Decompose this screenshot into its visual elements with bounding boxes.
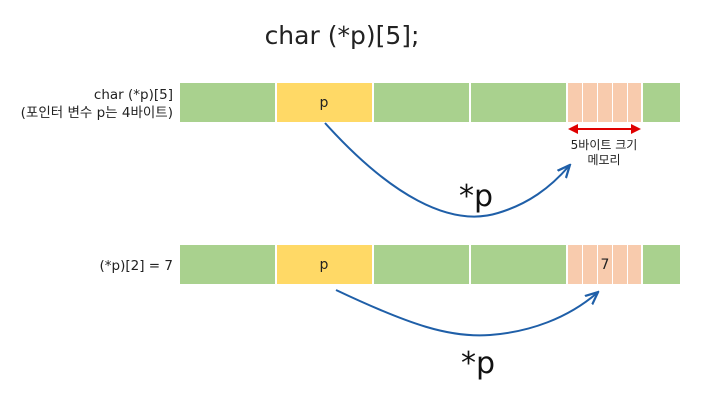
memory-cell bbox=[374, 83, 469, 122]
size-note-line-2: 메모리 bbox=[587, 153, 620, 167]
row-1-label-line-1: char (*p)[5] bbox=[94, 87, 173, 103]
array-byte-cell bbox=[568, 83, 582, 122]
array-byte-cell bbox=[583, 245, 597, 284]
row-1: char (*p)[5] (포인터 변수 p는 4바이트) p 5바이트 크기 … bbox=[21, 83, 680, 218]
pointer-cell-label: p bbox=[320, 257, 329, 273]
size-note-line-1: 5바이트 크기 bbox=[571, 138, 638, 152]
memory-cell bbox=[471, 83, 566, 122]
array-byte-cell bbox=[598, 245, 612, 284]
memory-cell bbox=[180, 83, 275, 122]
memory-cell bbox=[471, 245, 566, 284]
dereference-label: *p bbox=[459, 179, 493, 214]
array-byte-cell bbox=[583, 83, 597, 122]
memory-cell bbox=[643, 245, 680, 284]
array-byte-cell bbox=[628, 83, 641, 122]
array-byte-cell bbox=[628, 245, 641, 284]
array-byte-cell bbox=[598, 83, 612, 122]
page-title: char (*p)[5]; bbox=[265, 21, 420, 50]
memory-cell bbox=[374, 245, 469, 284]
row-2-label: (*p)[2] = 7 bbox=[100, 258, 173, 274]
dereference-arrow bbox=[335, 289, 597, 337]
row-2: (*p)[2] = 7 p 7 *p bbox=[100, 245, 680, 381]
array-byte-cell bbox=[568, 245, 582, 284]
memory-cell bbox=[643, 83, 680, 122]
pointer-cell bbox=[277, 245, 372, 284]
row-1-label-line-2: (포인터 변수 p는 4바이트) bbox=[21, 105, 173, 121]
pointer-cell bbox=[277, 83, 372, 122]
array-element-value: 7 bbox=[601, 257, 610, 273]
array-byte-cell bbox=[613, 245, 627, 284]
dereference-label: *p bbox=[461, 346, 495, 381]
pointer-cell-label: p bbox=[320, 95, 329, 111]
memory-cell bbox=[180, 245, 275, 284]
array-byte-cell bbox=[613, 83, 627, 122]
dereference-arrow bbox=[324, 122, 569, 218]
